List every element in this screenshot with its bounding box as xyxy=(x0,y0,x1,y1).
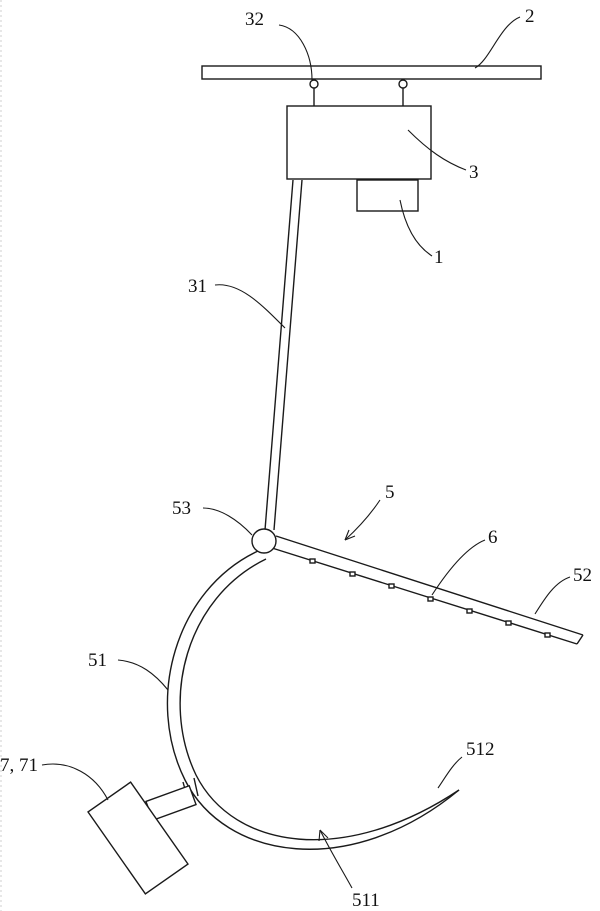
label-52: 52 xyxy=(573,565,592,586)
label-32: 32 xyxy=(245,9,264,30)
pivot-joint xyxy=(251,528,277,554)
hanger-pins xyxy=(309,79,408,106)
overhead-rail xyxy=(201,65,542,80)
housing-box xyxy=(286,105,432,180)
label-6: 6 xyxy=(488,527,498,548)
label-3: 3 xyxy=(469,162,479,183)
support-arm xyxy=(264,179,303,531)
label-5: 5 xyxy=(385,482,395,503)
label-512: 512 xyxy=(466,739,495,760)
label-2: 2 xyxy=(525,6,535,27)
lower-unit xyxy=(356,179,419,212)
handle-assembly xyxy=(87,777,199,895)
label-31: 31 xyxy=(188,276,207,297)
curved-hook xyxy=(166,550,460,850)
straight-blade xyxy=(271,535,584,645)
blade-marks xyxy=(309,558,551,638)
label-51: 51 xyxy=(88,650,107,671)
label-1: 1 xyxy=(434,247,444,268)
label-7-71: 7, 71 xyxy=(0,755,38,776)
label-511: 511 xyxy=(352,890,380,911)
label-53: 53 xyxy=(172,498,191,519)
leader-lines xyxy=(41,16,571,889)
